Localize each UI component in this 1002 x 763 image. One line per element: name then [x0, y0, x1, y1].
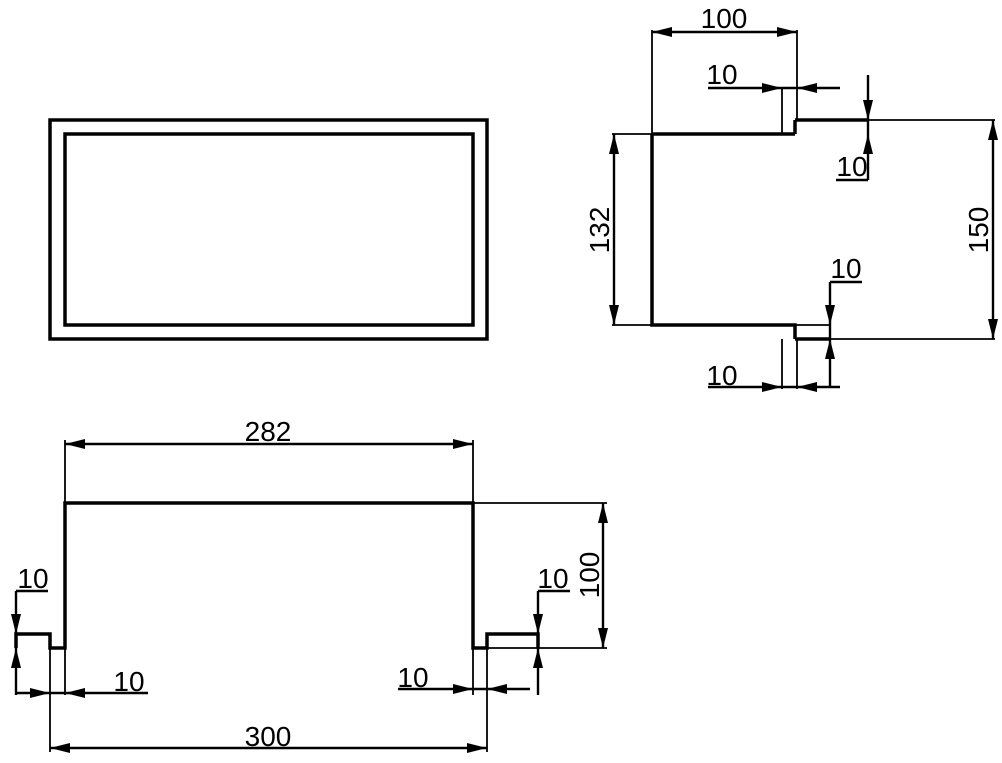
arrowhead: [11, 614, 21, 634]
dim-text-flange-thickness-bottom: 10: [706, 360, 737, 391]
dim-text-flange-thickness-top: 10: [706, 59, 737, 90]
top-view-inner-rect: [63, 132, 475, 327]
dim-text-flange-height-left: 10: [17, 563, 48, 594]
arrowhead: [11, 648, 21, 668]
arrowhead: [453, 439, 473, 449]
dim-text-outer-width: 300: [245, 721, 292, 752]
front-view-profile: [14, 501, 540, 650]
arrowhead: [988, 120, 998, 140]
arrowhead: [453, 684, 473, 694]
arrowhead: [762, 382, 782, 392]
dim-text-outer-height: 150: [963, 207, 994, 254]
arrowhead: [598, 503, 608, 523]
dim-text-flange-height-top: 10: [836, 151, 867, 182]
arrowhead: [533, 648, 543, 668]
front-view: 282 100 10 10 10 10 300: [11, 416, 608, 753]
arrowhead: [863, 100, 873, 120]
dim-text-height: 100: [574, 552, 605, 599]
arrowhead: [777, 27, 797, 37]
top-view-outer-rect: [48, 118, 489, 341]
dim-text-flange-width-left: 10: [113, 666, 144, 697]
dim-text-flange-height-bottom: 10: [830, 253, 861, 284]
arrowhead: [609, 134, 619, 154]
arrowhead: [825, 339, 835, 359]
arrowhead: [797, 382, 817, 392]
dim-text-flange-width: 100: [701, 3, 748, 34]
dim-text-inner-height: 132: [584, 207, 615, 254]
arrowhead: [825, 305, 835, 325]
arrowhead: [797, 83, 817, 93]
top-view: [48, 118, 489, 341]
arrowhead: [863, 134, 873, 154]
side-view: 100 10 10 132 150 10 10: [584, 3, 998, 392]
arrowhead: [467, 743, 487, 753]
arrowhead: [609, 305, 619, 325]
arrowhead: [598, 628, 608, 648]
dim-text-flange-height-right: 10: [537, 563, 568, 594]
arrowhead: [533, 614, 543, 634]
arrowhead: [988, 319, 998, 339]
dim-text-inner-width: 282: [245, 416, 292, 447]
arrowhead: [762, 83, 782, 93]
side-view-profile: [650, 134, 797, 339]
arrowhead: [65, 439, 85, 449]
arrowhead: [487, 684, 507, 694]
arrowhead: [652, 27, 672, 37]
dim-text-flange-width-right: 10: [397, 662, 428, 693]
arrowhead: [65, 688, 85, 698]
arrowhead: [50, 743, 70, 753]
arrowhead: [30, 688, 50, 698]
